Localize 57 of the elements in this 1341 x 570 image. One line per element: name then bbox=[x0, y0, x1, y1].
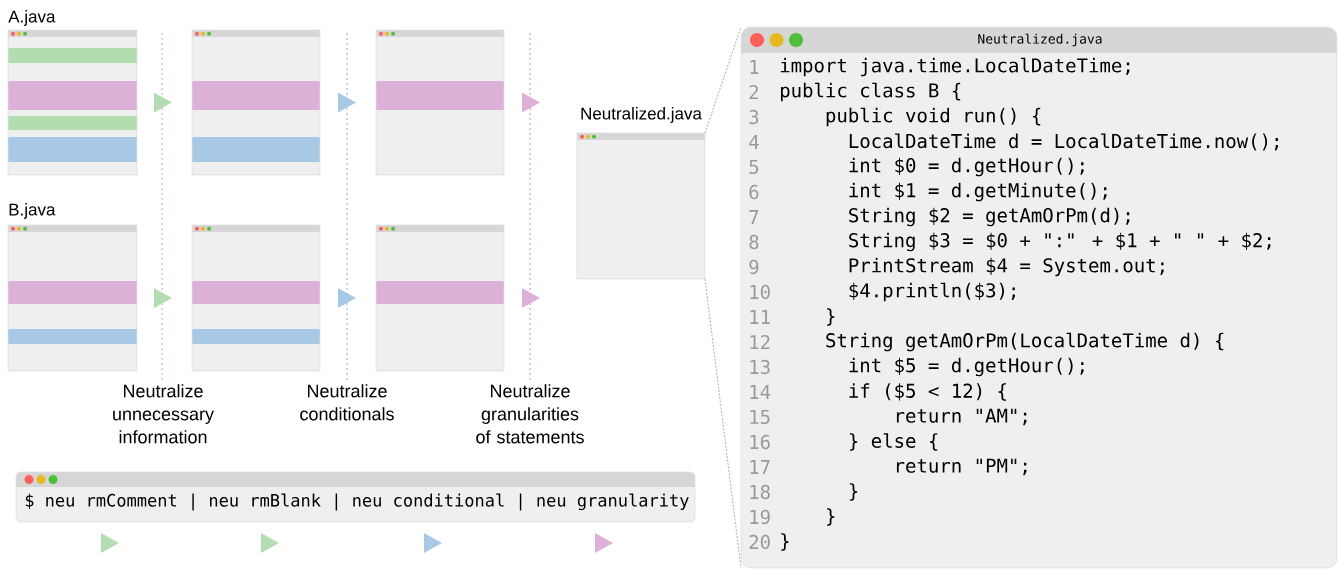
arrow bbox=[154, 288, 172, 308]
line-number: 4 bbox=[749, 135, 759, 149]
line-number: 6 bbox=[749, 184, 759, 200]
code-line: } else { bbox=[849, 433, 938, 451]
line-number: 1 bbox=[750, 60, 759, 74]
code-line: $4.println($3); bbox=[849, 282, 1015, 302]
code-line: String $2 = getAmOrPm(d); bbox=[849, 207, 1130, 227]
file-name: B.java bbox=[9, 203, 56, 219]
arrow bbox=[338, 288, 356, 308]
file-window bbox=[375, 224, 505, 372]
code-line: } bbox=[827, 308, 835, 326]
line-number: 18 bbox=[750, 484, 770, 500]
step-label: Neutralize granularities of statements bbox=[476, 384, 584, 444]
line-number: 2 bbox=[749, 84, 759, 100]
code-line: return "PM"; bbox=[896, 458, 1027, 476]
line-number: 12 bbox=[750, 334, 770, 350]
step-label: Neutralize unnecessary information bbox=[113, 384, 214, 444]
code-line: if ($5 < 12) { bbox=[849, 383, 1006, 401]
file-name: A.java bbox=[8, 10, 56, 26]
line-number: 11 bbox=[750, 310, 770, 324]
code-line: String $3 = $0 + ":" + $1 + " " + $2; bbox=[849, 232, 1271, 252]
terminal-window: $ neu rmComment | neu rmBlank | neu conditional | neu granularity bbox=[15, 471, 696, 523]
line-number: 13 bbox=[750, 359, 770, 375]
line-number: 7 bbox=[749, 210, 759, 224]
code-line: int $0 = d.getHour(); bbox=[849, 157, 1084, 177]
file-window bbox=[191, 29, 321, 176]
code-line: String getAmOrPm(LocalDateTime d) { bbox=[826, 332, 1224, 352]
code-line: int $1 = d.getMinute(); bbox=[849, 182, 1107, 202]
code-line: LocalDateTime d = LocalDateTime.now(); bbox=[849, 133, 1279, 151]
line-number: 16 bbox=[750, 434, 770, 450]
code-line: int $5 = d.getHour(); bbox=[849, 357, 1084, 377]
step-label: Neutralize conditionals bbox=[300, 384, 394, 421]
file-window bbox=[191, 224, 321, 372]
line-number: 5 bbox=[749, 159, 759, 175]
arrow bbox=[154, 92, 172, 113]
line-number: 17 bbox=[750, 460, 770, 474]
code-line: return "AM"; bbox=[896, 408, 1027, 426]
arrow bbox=[522, 92, 540, 113]
line-number: 10 bbox=[750, 284, 770, 300]
code-line: public void run() { bbox=[826, 107, 1041, 127]
line-number: 8 bbox=[749, 234, 759, 250]
line-number: 3 bbox=[749, 109, 759, 125]
code-line: } bbox=[781, 533, 789, 551]
code-line: } bbox=[849, 483, 858, 501]
code-line: import java.time.LocalDateTime; bbox=[780, 57, 1130, 77]
code-line: PrintStream $4 = System.out; bbox=[849, 257, 1164, 277]
line-number: 20 bbox=[749, 534, 770, 550]
arrow bbox=[338, 92, 356, 113]
line-number: 14 bbox=[750, 385, 771, 399]
arrow bbox=[522, 288, 540, 308]
file-window bbox=[375, 29, 505, 176]
file-name: Neutralized.java bbox=[581, 107, 702, 123]
code-line: } bbox=[827, 508, 835, 526]
line-number: 19 bbox=[750, 509, 770, 525]
code-line: public class B { bbox=[780, 82, 961, 102]
line-number: 15 bbox=[750, 409, 770, 425]
line-number: 9 bbox=[749, 259, 759, 275]
